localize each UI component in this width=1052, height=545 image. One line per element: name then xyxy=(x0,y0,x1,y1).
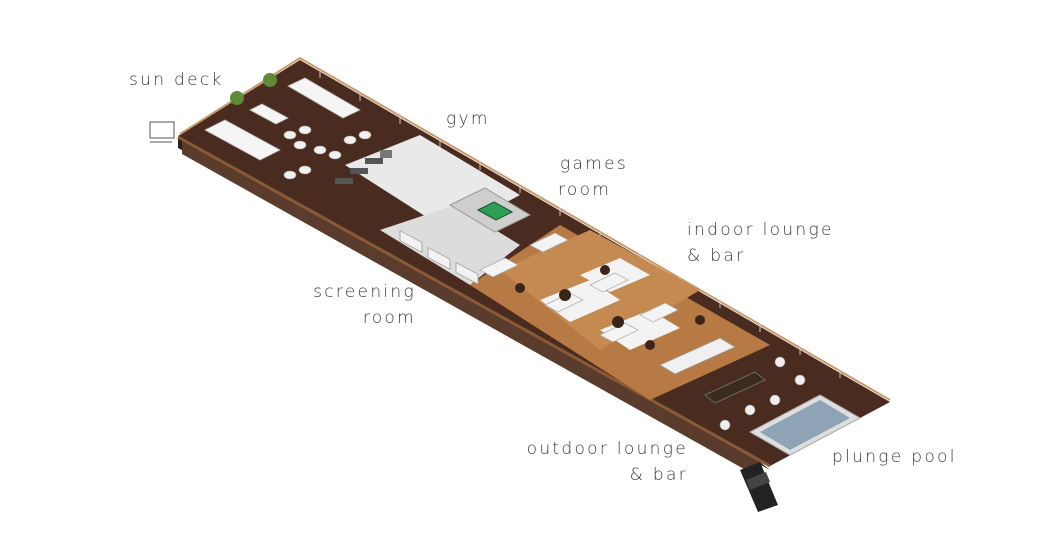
label-gym: gym xyxy=(446,109,490,129)
outdoor-tables xyxy=(719,356,806,431)
hull-side-face xyxy=(182,140,760,478)
label-indoor-lounge: indoor lounge & bar xyxy=(687,220,834,266)
deck-railing-front xyxy=(177,135,771,468)
label-screening-room: screening room xyxy=(313,282,416,328)
screening-seats xyxy=(399,230,479,285)
deck-railing xyxy=(179,56,891,401)
label-sun-deck: sun deck xyxy=(129,70,224,90)
indoor-bar-counter xyxy=(659,337,736,375)
lounge-tables xyxy=(515,265,705,350)
label-outdoor-lounge: outdoor lounge & bar xyxy=(526,439,688,485)
sun-deck-loungers xyxy=(204,77,361,161)
sun-deck-chairs xyxy=(283,125,372,180)
gym-equipment xyxy=(335,150,392,184)
stairs-bottom xyxy=(740,462,778,512)
label-plunge-pool: plunge pool xyxy=(832,447,957,467)
rug-2 xyxy=(600,310,680,350)
outdoor-bar-counter xyxy=(704,371,766,404)
label-games-room: games room xyxy=(558,154,628,200)
plunge-pool-water xyxy=(760,400,850,450)
plants xyxy=(230,73,277,105)
pool-table xyxy=(476,201,514,221)
stern-gate xyxy=(149,121,175,143)
